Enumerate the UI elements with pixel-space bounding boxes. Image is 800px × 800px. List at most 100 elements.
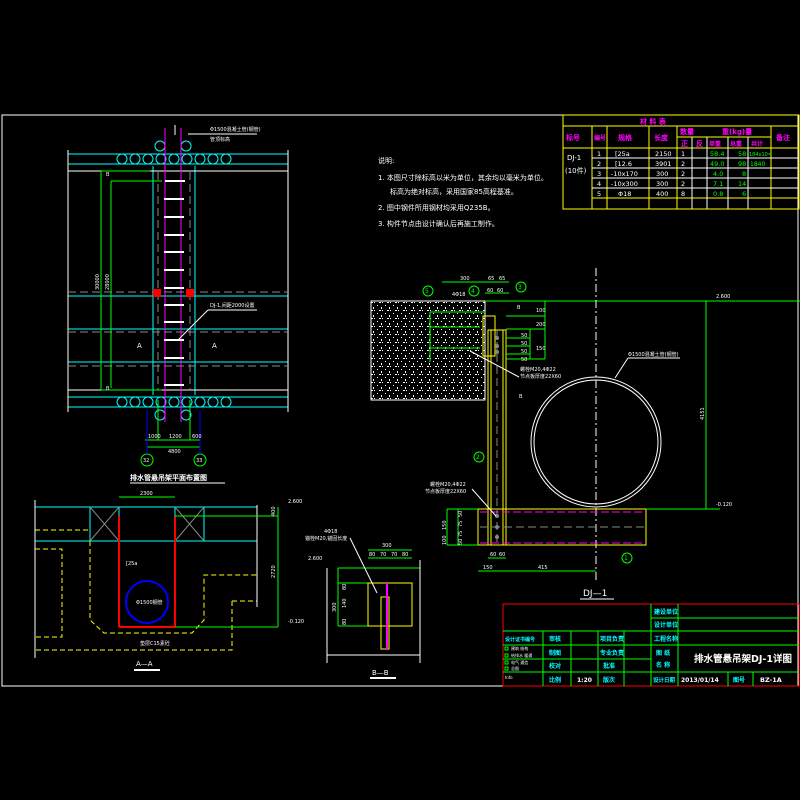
dj1-detail: 5 4 3 2 1 4Φ18 300 65 65 60 60 100 200 5… — [370, 268, 800, 600]
note-3: 3. 构件节点由设计确认后再施工制作。 — [378, 219, 499, 228]
aa-dim-top: 400 — [271, 506, 277, 516]
aa-channel-label: [25a — [126, 561, 137, 567]
tb-drawing-name-1: 图 纸 — [656, 649, 670, 657]
bb-bolt: 4Φ18 — [324, 529, 337, 535]
dj1-dim-bottom-2: 415 — [538, 565, 548, 571]
row-unit-weight: 58.4 — [710, 150, 724, 158]
section-bb: 4Φ18 锚栓M20,锚固长度 300 80 70 70 80 300 80 1… — [305, 529, 421, 679]
tb-date-label: 设计日期 — [653, 676, 676, 684]
tb-review-label: 审核 — [549, 635, 561, 643]
member-name: DJ-1 — [567, 154, 581, 162]
dj1-dim-top-4: 60 — [487, 288, 493, 294]
callout-5: 5 — [425, 288, 429, 295]
tb-designer-label: 设计单位 — [654, 621, 678, 629]
dj1-dim-left-3: 50 — [458, 511, 464, 517]
dj1-dim-left-2: 100 — [442, 535, 448, 545]
section-mark-a-left: A — [137, 342, 142, 350]
b-mark-top: B — [106, 172, 110, 178]
tb-check-1: 建筑 结构 — [511, 645, 528, 651]
plan-title: 排水管悬吊架平面布置图 — [130, 473, 207, 482]
dj1-elev-top: 2.600 — [716, 294, 730, 300]
th-qty-neg: 反 — [696, 139, 703, 148]
th-length: 长度 — [654, 133, 669, 142]
bb-dim-row-1: 80 — [369, 552, 375, 558]
bb-dim-side-4: 80 — [342, 619, 348, 625]
dj1-b-mark-top: B — [517, 305, 521, 311]
row-part: 2 — [597, 160, 601, 168]
row-part: 5 — [597, 190, 601, 198]
dj1-bolt-top: 螺栓M20,4Φ22 — [520, 366, 556, 373]
row-spec: [25a — [615, 150, 630, 158]
row-unit-weight: 7.1 — [713, 180, 723, 188]
th-weight: 重(kg)量 — [722, 127, 752, 136]
dj1-bolt-bot: 螺栓M20,4Φ22 — [430, 481, 466, 488]
row-total-weight: 58 — [738, 150, 746, 158]
row-length: 300 — [656, 180, 668, 188]
pipe-circle — [530, 376, 662, 508]
tb-lead-label: 项目负责 — [600, 635, 624, 643]
bb-dim-side-3: 140 — [342, 598, 348, 608]
pipe-section-circle — [125, 580, 169, 624]
th-spec: 规格 — [618, 133, 633, 142]
row-spec: Φ18 — [618, 190, 631, 198]
dj1-dim-right-1: 100 — [536, 308, 546, 314]
row-length: 2150 — [655, 150, 672, 158]
sum-total: 1840 — [750, 161, 765, 168]
dj1-bolt-bot-sub: 节点板厚度22X60 — [425, 488, 466, 495]
bb-bolt-sub: 锚栓M20,锚固长度 — [305, 535, 347, 542]
tb-drawing-name-2: 名 称 — [656, 661, 670, 669]
concrete-wall — [370, 300, 486, 401]
tb-info: Info — [505, 675, 513, 680]
dj1-elev-bot: -0.120 — [716, 502, 732, 508]
dj1-dim-right-4: 50 — [521, 341, 527, 347]
tb-check-3: 电气 通信 — [511, 659, 528, 665]
note-2: 2. 图中钢件所用钢材均采用Q235B。 — [378, 203, 495, 212]
dj1-dim-top-1: 300 — [460, 276, 470, 282]
section-aa: 2300 2720 400 2.600 -0.120 Φ1500钢管 [25a … — [34, 491, 304, 671]
dj1-dim-right-2: 200 — [536, 322, 546, 328]
row-part: 1 — [597, 150, 601, 158]
dj1-dim-web-2: 60 — [499, 552, 505, 558]
tb-discipline-label: 专业负责 — [600, 649, 624, 657]
plan-pipe-label: Φ1500混凝土管(钢管) — [210, 126, 261, 133]
tb-check-2: 给排水 暖通 — [511, 652, 532, 658]
row-length: 400 — [656, 190, 668, 198]
aa-title: A—A — [136, 660, 153, 668]
notes-heading: 说明: — [378, 156, 394, 165]
dj1-dim-left-6: 50 — [458, 539, 464, 545]
column-marker — [153, 289, 161, 297]
column-marker — [186, 289, 194, 297]
tb-check-4: 总图 — [511, 665, 519, 671]
notes: 说明: 1. 本图尺寸除标高以米为单位，其余均以毫米为单位。 标高为绝对标高，采… — [378, 156, 548, 228]
row-qty: 2 — [681, 180, 685, 188]
tb-drawing-title: 排水管悬吊架DJ-1详图 — [694, 653, 792, 665]
row-spec: -10x170 — [611, 170, 638, 178]
tb-version-label: 版次 — [602, 676, 615, 684]
tb-check-label: 校对 — [549, 662, 561, 670]
dj1-dim-right-5: 50 — [521, 349, 527, 355]
th-sum: 共计 — [751, 140, 763, 148]
row-unit-weight: 0.8 — [713, 190, 723, 198]
dim-inner: 28000 — [105, 274, 111, 290]
dj1-dim-top-3: 65 — [499, 276, 505, 282]
bb-dim-side-1: 300 — [332, 602, 338, 612]
dim-bottom-2: 1200 — [169, 434, 182, 440]
aa-elev-top: 2.600 — [288, 499, 302, 505]
axis-32: 32 — [143, 458, 149, 464]
dim-bottom-total: 4800 — [168, 449, 181, 455]
dj1-dim-bottom-1: 150 — [483, 565, 493, 571]
b-mark-bottom: B — [106, 386, 110, 392]
tb-cert-label: 设计证书编号 — [505, 636, 535, 643]
section-mark-a-right: A — [212, 342, 217, 350]
tb-draw-label: 制图 — [549, 649, 561, 657]
row-qty: 8 — [681, 190, 685, 198]
row-part: 3 — [597, 170, 601, 178]
dj1-dim-web-1: 60 — [490, 552, 496, 558]
row-length: 300 — [656, 170, 668, 178]
aa-bottom-label: 垫层C15素砼 — [140, 640, 170, 647]
row-total-weight: 14 — [738, 180, 746, 188]
row-qty: 2 — [681, 170, 685, 178]
bb-dim-top: 300 — [382, 543, 392, 549]
tb-scale: 1:20 — [577, 677, 592, 684]
tb-scale-label: 比例 — [549, 676, 561, 684]
